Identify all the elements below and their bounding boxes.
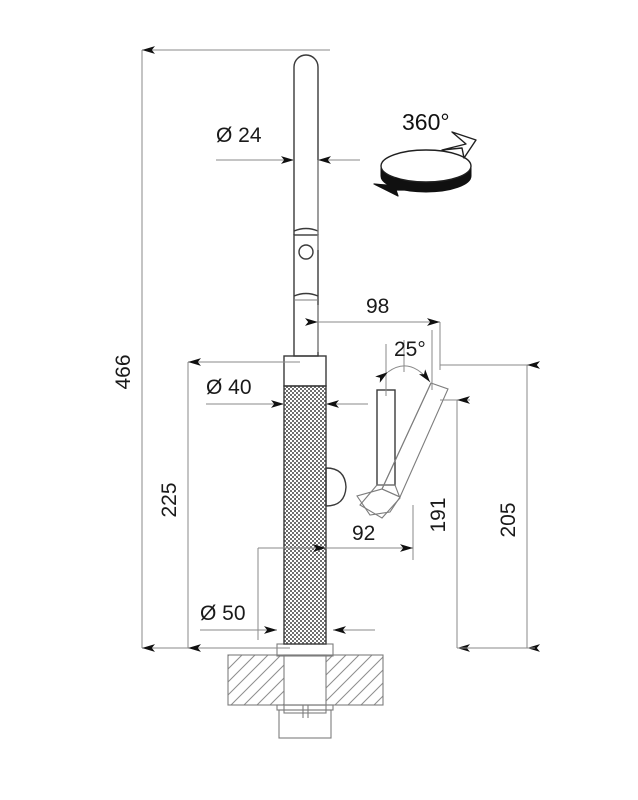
rotation-symbol: 360°: [373, 109, 477, 197]
faucet-outline: [276, 54, 449, 739]
rotation-label-360: 360°: [402, 109, 450, 135]
dimension-label-191: 191: [427, 497, 450, 532]
worktop-section: [227, 654, 384, 706]
dimension-label-25-degrees: 25°: [394, 338, 426, 361]
dimension-label-92: 92: [352, 522, 375, 545]
dimension-label-diameter-50: Ø 50: [200, 602, 246, 625]
dimension-handle-height: 191: [427, 396, 470, 652]
dimension-label-466: 466: [112, 354, 135, 389]
dimension-label-205: 205: [497, 502, 520, 537]
dimension-label-diameter-24: Ø 24: [216, 124, 262, 147]
dimension-label-98: 98: [366, 295, 389, 318]
dimension-clearance-height: 205: [457, 361, 540, 652]
dimension-base-diameter: Ø 50: [200, 602, 375, 634]
dimension-lever-angle: 25°: [375, 338, 431, 383]
dimension-label-225: 225: [158, 482, 181, 517]
dimension-label-diameter-40: Ø 40: [206, 376, 252, 399]
dimension-spout-reach: 98: [305, 295, 440, 326]
dimension-body-height: 225: [158, 358, 201, 652]
dimension-handle-clearance: 92: [313, 522, 413, 552]
lever-open-position: [356, 382, 449, 516]
dimension-body-diameter: Ø 40: [206, 376, 368, 408]
circular-rotation-arrow-icon: [373, 131, 477, 197]
dimension-overall-height: 466: [112, 46, 155, 652]
dimension-spout-diameter: Ø 24: [216, 124, 360, 164]
